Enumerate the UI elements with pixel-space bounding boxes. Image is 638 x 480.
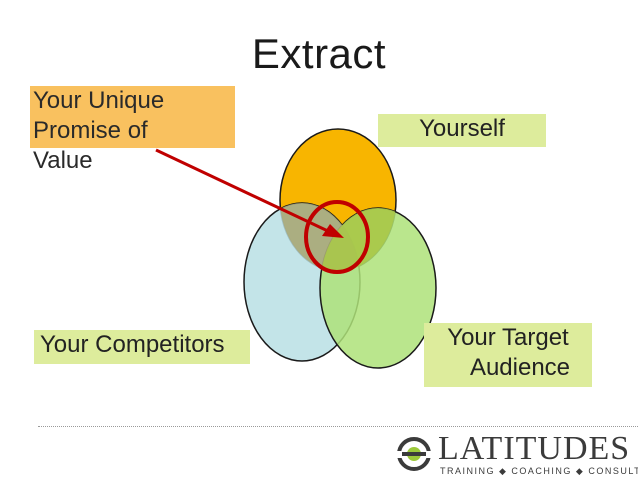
promise-highlight xyxy=(30,86,235,148)
target-label: Your Target Audience xyxy=(424,323,592,387)
promise-label: Your Unique Promise of Value xyxy=(33,86,253,176)
footer-divider xyxy=(38,426,638,427)
logo-name: LATITUDES xyxy=(438,430,631,467)
target-label-line2: Audience xyxy=(469,354,571,381)
yourself-label: Yourself xyxy=(378,114,546,147)
target-label-line1: Your Target xyxy=(447,324,569,351)
promise-text: Your Unique Promise of Value xyxy=(33,87,165,174)
highlight-circle xyxy=(304,200,370,274)
logo-mark-icon xyxy=(394,437,434,471)
slide-title: Extract xyxy=(251,30,387,77)
latitudes-logo: LATITUDES TRAINING ◆ COACHING ◆ CONSULTI… xyxy=(392,430,638,479)
competitors-label: Your Competitors xyxy=(34,330,250,364)
logo-tagline: TRAINING ◆ COACHING ◆ CONSULTING xyxy=(440,466,638,476)
overlap-area xyxy=(280,203,396,271)
arrow-icon xyxy=(155,148,344,238)
